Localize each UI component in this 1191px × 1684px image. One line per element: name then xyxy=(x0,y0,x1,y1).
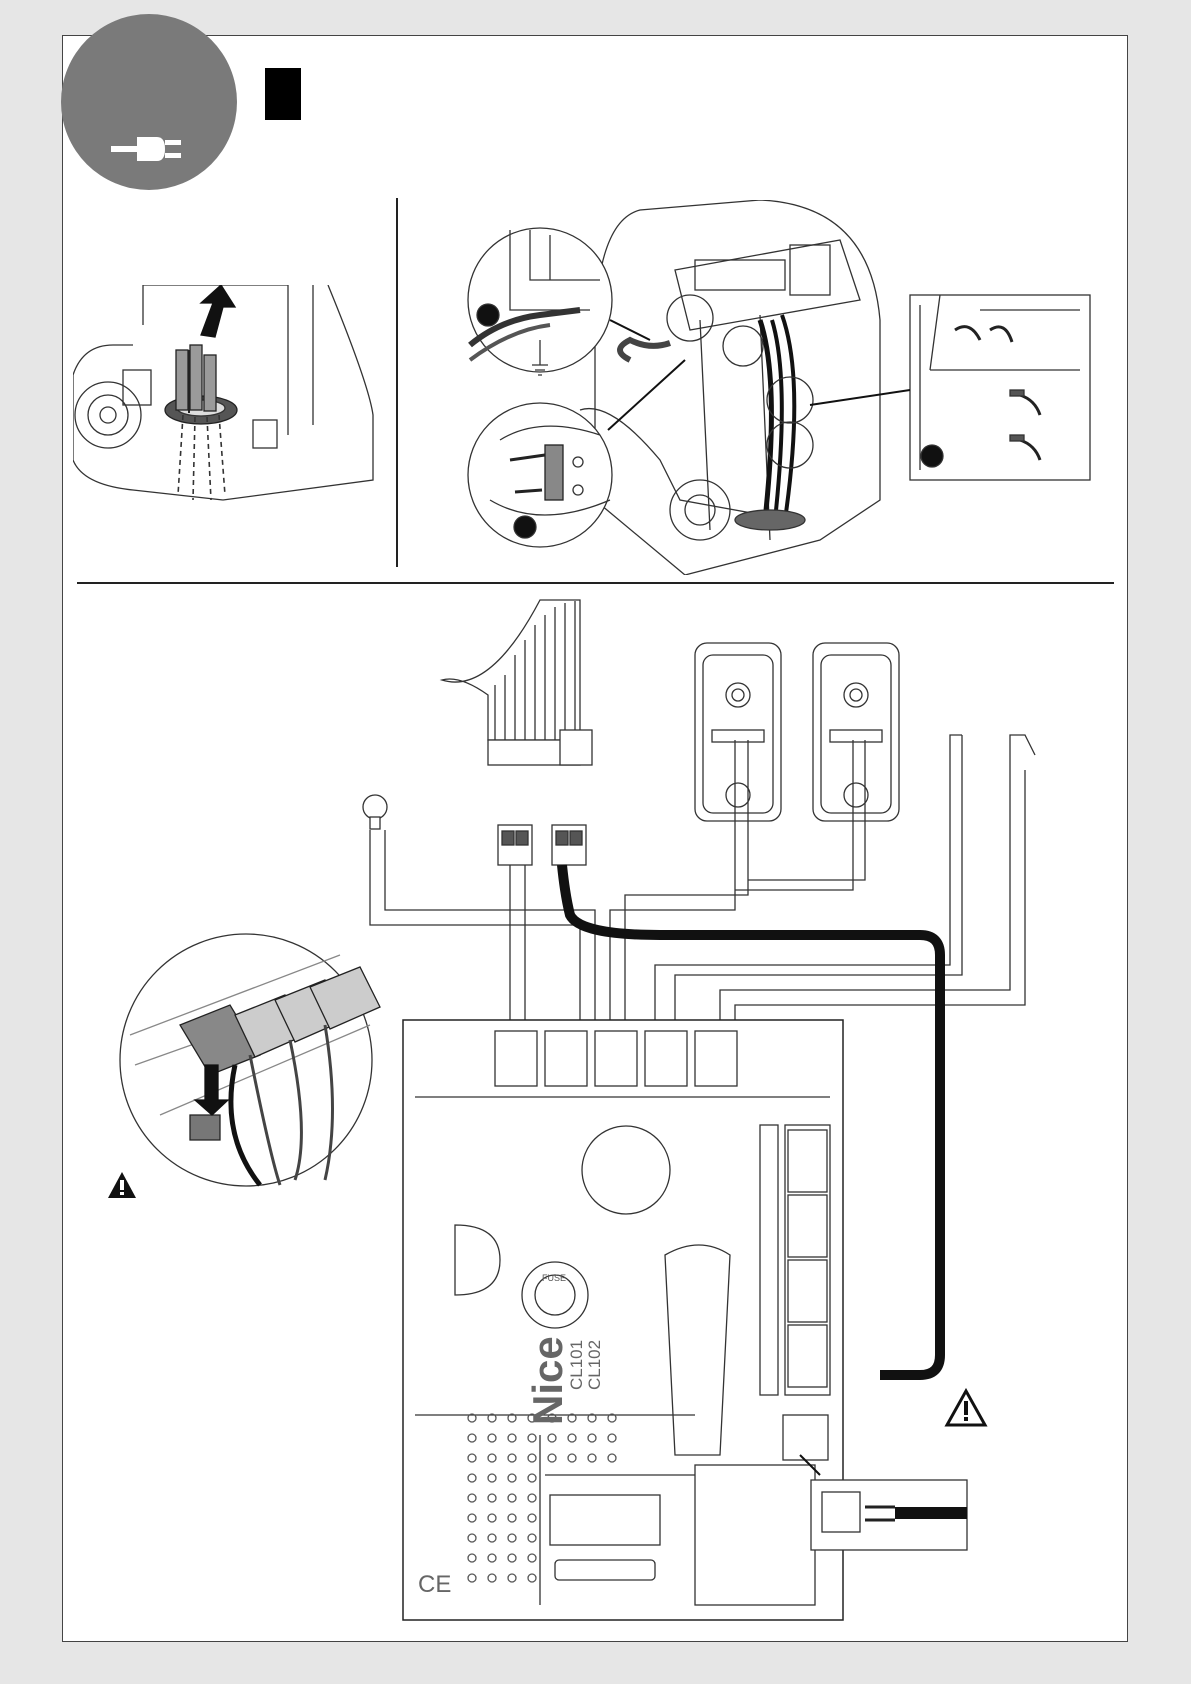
svg-text:Nice: Nice xyxy=(524,1336,571,1425)
antenna-terminal xyxy=(783,1415,828,1460)
cable-entry-figure xyxy=(73,285,383,515)
photocell-rx xyxy=(813,643,899,821)
prog-button-open-close xyxy=(788,1195,827,1257)
svg-text:FUSE: FUSE xyxy=(542,1273,566,1283)
power-plug-icon xyxy=(111,129,187,169)
svg-text:CL101: CL101 xyxy=(567,1340,586,1390)
section-badge xyxy=(61,14,237,190)
prog-button-reverse xyxy=(788,1260,827,1322)
wiring-diagram: FUSE Nice CL101 CL102 CE xyxy=(100,595,1100,1625)
motor-housing-figure xyxy=(460,200,1100,575)
vertical-divider xyxy=(396,198,398,567)
flashing-light-lamp xyxy=(442,600,592,765)
svg-text:CL102: CL102 xyxy=(585,1340,604,1390)
photocell-tx xyxy=(695,643,781,821)
prog-button-blank xyxy=(788,1130,827,1192)
courtesy-bulb xyxy=(363,795,387,829)
warning-triangle-icon xyxy=(106,1170,138,1200)
svg-text:CE: CE xyxy=(418,1571,451,1598)
warning-triangle-icon xyxy=(944,1388,988,1428)
prog-button-radio xyxy=(788,1325,827,1387)
terminal-blocks xyxy=(495,1031,737,1086)
horizontal-divider xyxy=(77,582,1114,584)
section-marker xyxy=(265,68,301,120)
